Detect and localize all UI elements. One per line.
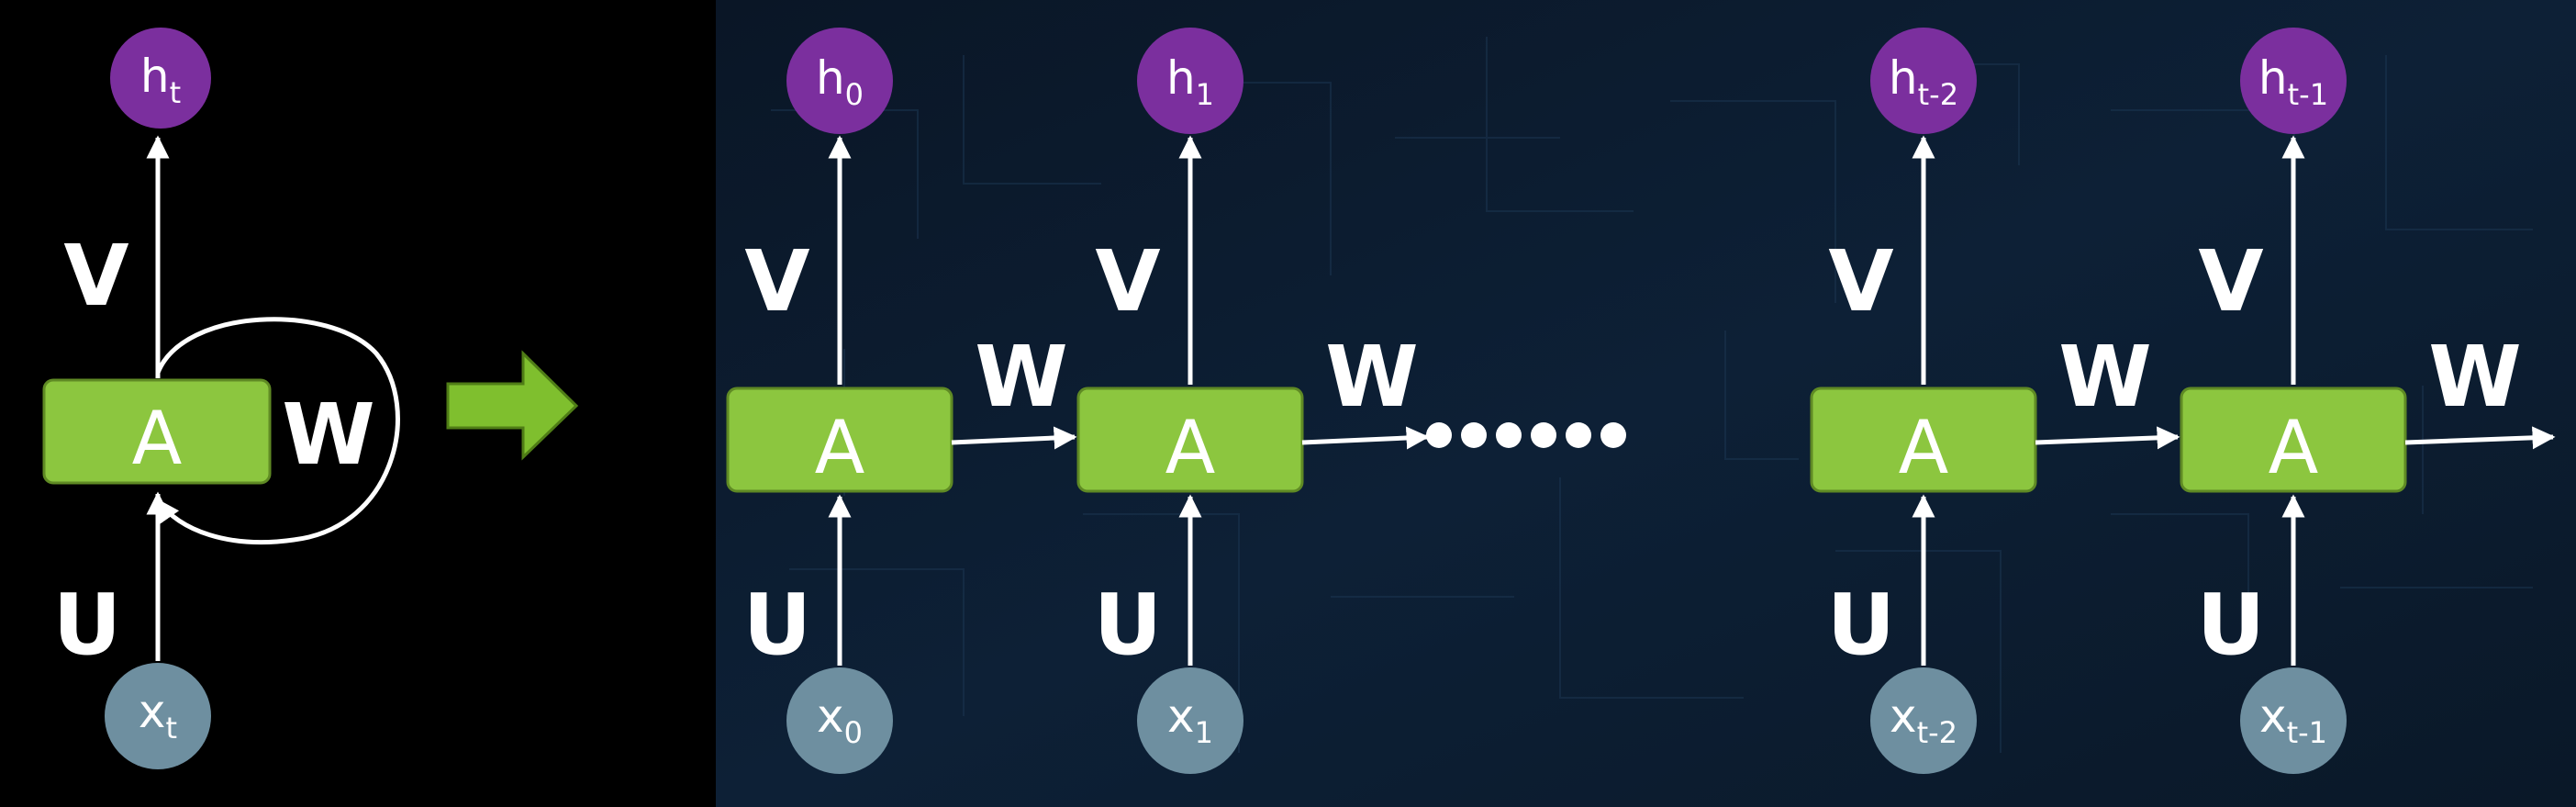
input-node <box>2240 667 2347 774</box>
hidden-state-label: ht-2 <box>1889 51 1958 112</box>
circuit-trace <box>1559 477 1744 699</box>
folded-cell <box>42 378 272 485</box>
weight-u-label: U <box>2197 576 2266 674</box>
unrolled-step: AV U Wht-1 xt-1 <box>2180 28 2522 774</box>
unrolled-step: AV U Wht-2 xt-2 <box>1810 28 2152 774</box>
circuit-trace <box>2385 55 2533 230</box>
circuit-trace <box>1083 513 1240 753</box>
weight-v-label: V <box>1828 232 1893 331</box>
recurrent-arrow <box>2035 426 2180 450</box>
cell <box>2180 387 2407 493</box>
circuit-trace <box>963 55 1101 185</box>
ellipsis-dot <box>1531 422 1556 448</box>
cell-label: A <box>815 405 865 490</box>
weight-w-label: W <box>1325 328 1418 426</box>
circuit-trace <box>1486 37 1634 212</box>
input-label: xt-1 <box>2259 689 2327 750</box>
hidden-state-node <box>1137 28 1243 134</box>
hidden-state-node <box>786 28 893 134</box>
circuit-trace <box>789 568 965 716</box>
hidden-state-label: ht-1 <box>2258 51 2328 112</box>
circuit-trace <box>1835 550 2002 753</box>
unrolled-step: AV U Wh0 x0 <box>726 28 1068 774</box>
unroll-arrow <box>446 350 579 461</box>
ellipsis-dot <box>1600 422 1626 448</box>
weight-w-label: W <box>2428 328 2521 426</box>
folded-weight-u: U <box>53 576 122 674</box>
ellipsis-dots <box>1426 422 1626 448</box>
circuit-trace <box>1724 331 1799 460</box>
circuit-trace <box>1670 100 1836 303</box>
cell-label: A <box>1165 405 1216 490</box>
ellipsis-dot <box>1496 422 1522 448</box>
input-node <box>1870 667 1977 774</box>
hidden-state-label: h0 <box>816 51 864 112</box>
hidden-state-label: h1 <box>1166 51 1214 112</box>
folded-output-label: ht <box>140 50 181 110</box>
hidden-state-node <box>1870 28 1977 134</box>
ellipsis-dot <box>1461 422 1487 448</box>
folded-input-label: xt <box>139 685 177 745</box>
weight-v-label: V <box>744 232 809 331</box>
recurrent-arrow <box>2404 426 2556 450</box>
circuit-trace <box>2111 513 2249 643</box>
weight-u-label: U <box>743 576 812 674</box>
folded-weight-w: W <box>282 386 374 484</box>
input-label: x0 <box>817 689 863 750</box>
weight-w-label: W <box>2058 328 2151 426</box>
weight-v-label: V <box>1095 232 1160 331</box>
folded-weight-v: V <box>63 227 128 325</box>
weight-v-label: V <box>2198 232 2263 331</box>
input-label: xt-2 <box>1890 689 1957 750</box>
cell <box>726 387 953 493</box>
ellipsis-dot <box>1426 422 1452 448</box>
cell <box>1076 387 1304 493</box>
weight-u-label: U <box>1094 576 1163 674</box>
input-node <box>786 667 893 774</box>
unrolled-step: AV U Wh1 x1 <box>1076 28 1419 774</box>
folded-output-node <box>110 28 211 129</box>
folded-rnn: A V W U ht xt <box>42 28 400 769</box>
folded-cell-label: A <box>132 396 183 481</box>
cell-label: A <box>1899 405 1949 490</box>
recurrent-arrow <box>1301 426 1430 450</box>
weight-u-label: U <box>1827 576 1896 674</box>
cell-label: A <box>2269 405 2319 490</box>
recurrent-arrow <box>951 426 1077 450</box>
folded-input-node <box>105 663 211 769</box>
input-node <box>1137 667 1243 774</box>
weight-w-label: W <box>975 328 1067 426</box>
ellipsis-dot <box>1566 422 1591 448</box>
cell <box>1810 387 2037 493</box>
hidden-state-node <box>2240 28 2347 134</box>
folded-recurrent-loop <box>155 317 400 544</box>
input-label: x1 <box>1167 689 1213 750</box>
